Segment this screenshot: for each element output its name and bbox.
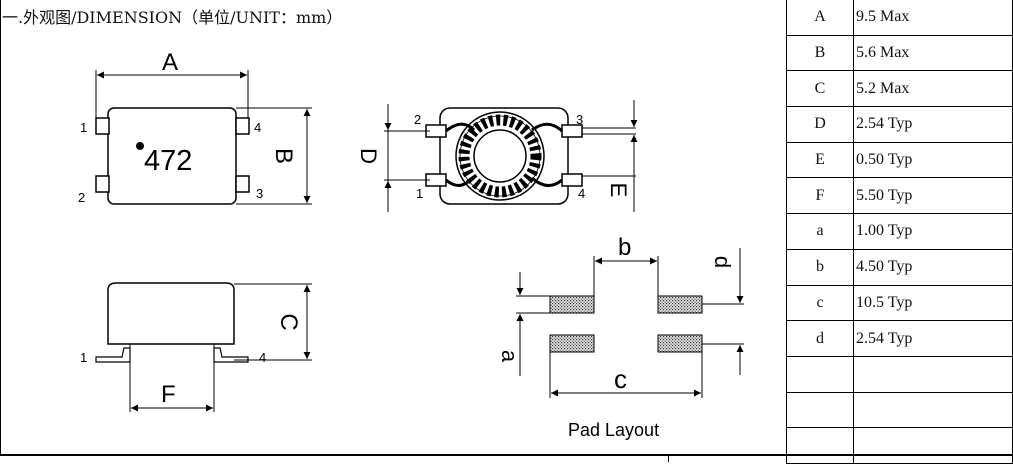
dim-label-F: F <box>161 381 176 408</box>
pin-label-2-internal: 2 <box>414 112 421 127</box>
pad-layout-label: Pad Layout <box>568 420 659 440</box>
dimension-value <box>853 427 1013 464</box>
pin1-dot-icon <box>136 142 144 150</box>
table-row <box>786 391 1013 429</box>
dim-label-D: D <box>356 148 381 164</box>
dimension-drawing: 472 A B 1 2 3 4 <box>78 49 744 440</box>
dimension-key: F <box>786 177 854 215</box>
dimension-key: d <box>786 320 854 357</box>
table-row <box>786 427 1013 464</box>
dimension-value: 9.5 Max <box>853 0 1013 36</box>
part-marking: 472 <box>144 145 192 177</box>
pin-label-3: 3 <box>256 186 263 201</box>
dimension-value: 2.54 Typ <box>853 106 1013 143</box>
toroid-core <box>445 111 564 201</box>
dim-label-B: B <box>270 148 297 164</box>
dimension-value: 5.6 Max <box>853 34 1013 72</box>
dimension-key <box>786 355 854 393</box>
pin-label-4-internal: 4 <box>578 186 585 201</box>
pin-label-2: 2 <box>78 190 85 205</box>
pin-label-1: 1 <box>80 120 87 135</box>
dimension-value: 5.50 Typ <box>853 177 1013 215</box>
dimension-key: C <box>786 70 854 108</box>
dimension-value <box>853 355 1013 393</box>
dimension-key: a <box>786 213 854 250</box>
dimension-value: 5.2 Max <box>853 70 1013 108</box>
dimension-value: 2.54 Typ <box>853 320 1013 357</box>
top-view <box>95 70 312 205</box>
dim-label-d: d <box>710 256 735 268</box>
dimension-value <box>853 391 1013 429</box>
dim-label-A: A <box>162 49 178 76</box>
dim-label-E: E <box>606 183 631 198</box>
dimension-key: A <box>786 0 854 36</box>
dim-label-c: c <box>614 364 627 394</box>
dimension-key: b <box>786 248 854 286</box>
dimension-key: B <box>786 34 854 72</box>
dimension-key: E <box>786 141 854 179</box>
side-view <box>95 282 312 412</box>
pin-label-4: 4 <box>254 120 261 135</box>
pad-layout <box>516 248 744 398</box>
pin-label-3-internal: 3 <box>576 112 583 127</box>
dimension-value: 1.00 Typ <box>853 213 1013 250</box>
dimension-value: 10.5 Typ <box>853 284 1013 322</box>
bottom-border <box>0 454 1013 456</box>
dim-label-C: C <box>275 313 302 330</box>
bottom-divider-tick <box>668 454 669 462</box>
pin-label-4-side: 4 <box>259 350 266 365</box>
dim-label-a: a <box>497 350 522 363</box>
dimension-key: D <box>786 106 854 143</box>
dimension-value: 0.50 Typ <box>853 141 1013 179</box>
dims-D-E <box>384 100 638 212</box>
dim-label-b: b <box>618 234 631 261</box>
dimension-title: 一.外观图/DIMENSION（单位/UNIT：mm） <box>2 8 343 27</box>
pin-label-1-side: 1 <box>80 350 87 365</box>
pin-label-1-internal: 1 <box>416 186 423 201</box>
dimension-key <box>786 427 854 464</box>
dimension-key <box>786 391 854 429</box>
dimension-value: 4.50 Typ <box>853 248 1013 286</box>
table-row <box>786 355 1013 393</box>
dimension-key: c <box>786 284 854 322</box>
